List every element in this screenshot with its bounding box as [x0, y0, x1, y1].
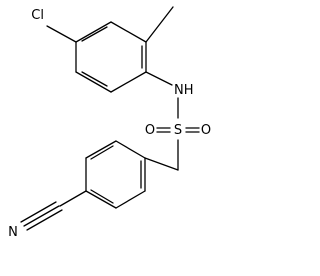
ring1-bond-6	[75, 21, 112, 43]
nitrogen-atom-label: N	[8, 225, 18, 240]
chemical-structure: Cl NH S O O N	[8, 6, 211, 240]
chlorine-bond	[46, 25, 77, 43]
oxygen-right-atom-label: O	[201, 123, 211, 138]
nh-atom-label: NH	[174, 83, 194, 98]
ring1-double-bond-3	[81, 26, 108, 42]
cyanophenyl-ring	[85, 140, 146, 209]
ring1-bond-4	[75, 71, 112, 93]
ring2-bond-6	[115, 140, 146, 159]
nitrile-triple-bond-c	[26, 209, 63, 231]
methylene-aryl-bond	[144, 157, 179, 171]
chlorine-atom-label: Cl	[31, 8, 44, 23]
chloro-methyl-phenyl-ring	[75, 21, 147, 93]
nitrile-triple-bond-a	[23, 205, 60, 227]
ring2-bond-3	[85, 190, 117, 209]
methyl-bond	[145, 6, 174, 43]
sulfur-atom-label: S	[174, 123, 182, 138]
ring2-bond-2	[115, 190, 146, 209]
ring2-double-bond-3	[90, 145, 114, 160]
nitrile-triple-bond-b	[20, 201, 57, 223]
ring1-double-bond-2	[81, 71, 108, 87]
aryl-nitrogen-bond	[145, 71, 173, 86]
ring2-bond-5	[85, 140, 117, 159]
aryl-nitrile-bond	[59, 190, 87, 207]
ring2-double-bond-2	[90, 189, 114, 204]
oxygen-left-atom-label: O	[145, 123, 155, 138]
ring1-bond-3	[110, 71, 147, 93]
ring1-bond-1	[110, 21, 147, 43]
